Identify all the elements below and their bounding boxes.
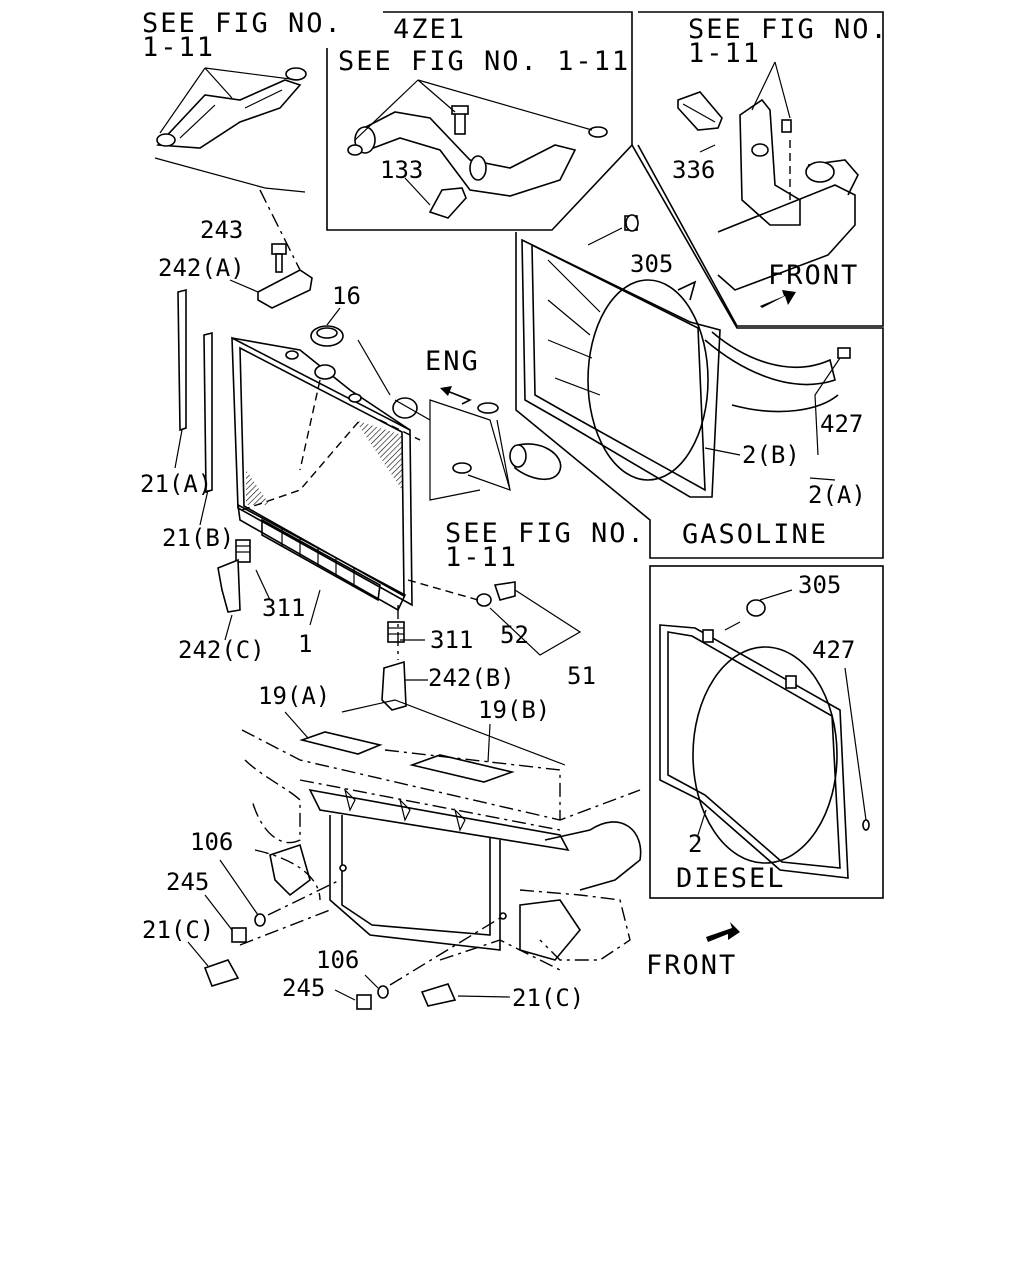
part-311-right-label: 311 xyxy=(430,626,473,654)
part-133-label: 133 xyxy=(380,156,423,184)
part-106-bottom-label: 106 xyxy=(316,946,359,974)
part-21b-label: 21(B) xyxy=(162,524,234,552)
gasoline-fan-shroud xyxy=(521,214,851,498)
inset-top-right-frame xyxy=(637,11,884,327)
part-19b-label: 19(B) xyxy=(478,696,550,724)
see-fig-top-right-label: SEE FIG NO. xyxy=(688,14,889,45)
see-fig-top-left-number: 1-11 xyxy=(142,32,215,63)
part-305-bottom-label: 305 xyxy=(798,571,841,599)
gasoline-label: GASOLINE xyxy=(682,519,828,550)
part-336-label: 336 xyxy=(672,156,715,184)
part-2a-label: 2(A) xyxy=(808,481,866,509)
front-top-label: FRONT xyxy=(768,260,859,291)
inset-4ze1-frame xyxy=(326,11,633,231)
see-fig-4ze1-label: SEE FIG NO. 1-11 xyxy=(338,46,630,77)
inset-gasoline-frame xyxy=(515,144,884,559)
part-427-top-label: 427 xyxy=(820,410,863,438)
top-right-bracket-assembly xyxy=(677,61,859,308)
upper-radiator-hose xyxy=(154,67,307,271)
engine-4ze1-label: 4ZE1 xyxy=(393,14,466,45)
part-16-label: 16 xyxy=(332,282,361,310)
part-245-left-label: 245 xyxy=(166,868,209,896)
side-seals xyxy=(174,288,213,526)
4ze1-hose-assembly xyxy=(347,79,608,219)
part-305-top-label: 305 xyxy=(630,250,673,278)
part-243-label: 243 xyxy=(200,216,243,244)
fasteners-left xyxy=(187,859,341,987)
part-21c-bottom-label: 21(C) xyxy=(512,984,584,1012)
lower-mounts xyxy=(217,539,582,766)
front-arrow-bottom-icon xyxy=(706,922,740,942)
fasteners-bottom xyxy=(334,917,511,1010)
part-51-label: 51 xyxy=(567,662,596,690)
part-21c-left-label: 21(C) xyxy=(142,916,214,944)
top-seals xyxy=(284,711,561,820)
radiator-core xyxy=(231,336,421,612)
part-2b-label: 2(B) xyxy=(742,441,800,469)
part-19a-label: 19(A) xyxy=(258,682,330,710)
radiator-cap xyxy=(310,307,391,396)
front-frame-structure xyxy=(239,729,642,971)
front-bottom-label: FRONT xyxy=(646,950,737,981)
part-52-label: 52 xyxy=(500,621,529,649)
part-245-bottom-label: 245 xyxy=(282,974,325,1002)
see-fig-top-right-number: 1-11 xyxy=(688,38,761,69)
inset-diesel-frame xyxy=(649,565,884,899)
see-fig-middle-label: SEE FIG NO. xyxy=(445,518,646,549)
front-arrow-top-icon xyxy=(760,290,796,308)
diesel-label: DIESEL xyxy=(676,863,786,894)
part-106-left-label: 106 xyxy=(190,828,233,856)
part-242a-label: 242(A) xyxy=(158,254,245,282)
bolt-243-and-bracket-242a xyxy=(229,243,313,309)
diesel-fan-shroud xyxy=(659,589,870,879)
part-21a-label: 21(A) xyxy=(140,470,212,498)
part-427-bottom-label: 427 xyxy=(812,636,855,664)
see-fig-middle-number: 1-11 xyxy=(445,542,518,573)
part-242b-label: 242(B) xyxy=(428,664,515,692)
part-1-label: 1 xyxy=(298,630,312,658)
part-242c-label: 242(C) xyxy=(178,636,265,664)
lower-radiator-hose xyxy=(394,386,562,501)
part-311-left-label: 311 xyxy=(262,594,305,622)
eng-direction-label: ENG xyxy=(425,346,480,377)
see-fig-top-left-label: SEE FIG NO. xyxy=(142,8,343,39)
part-2-label: 2 xyxy=(688,830,702,858)
